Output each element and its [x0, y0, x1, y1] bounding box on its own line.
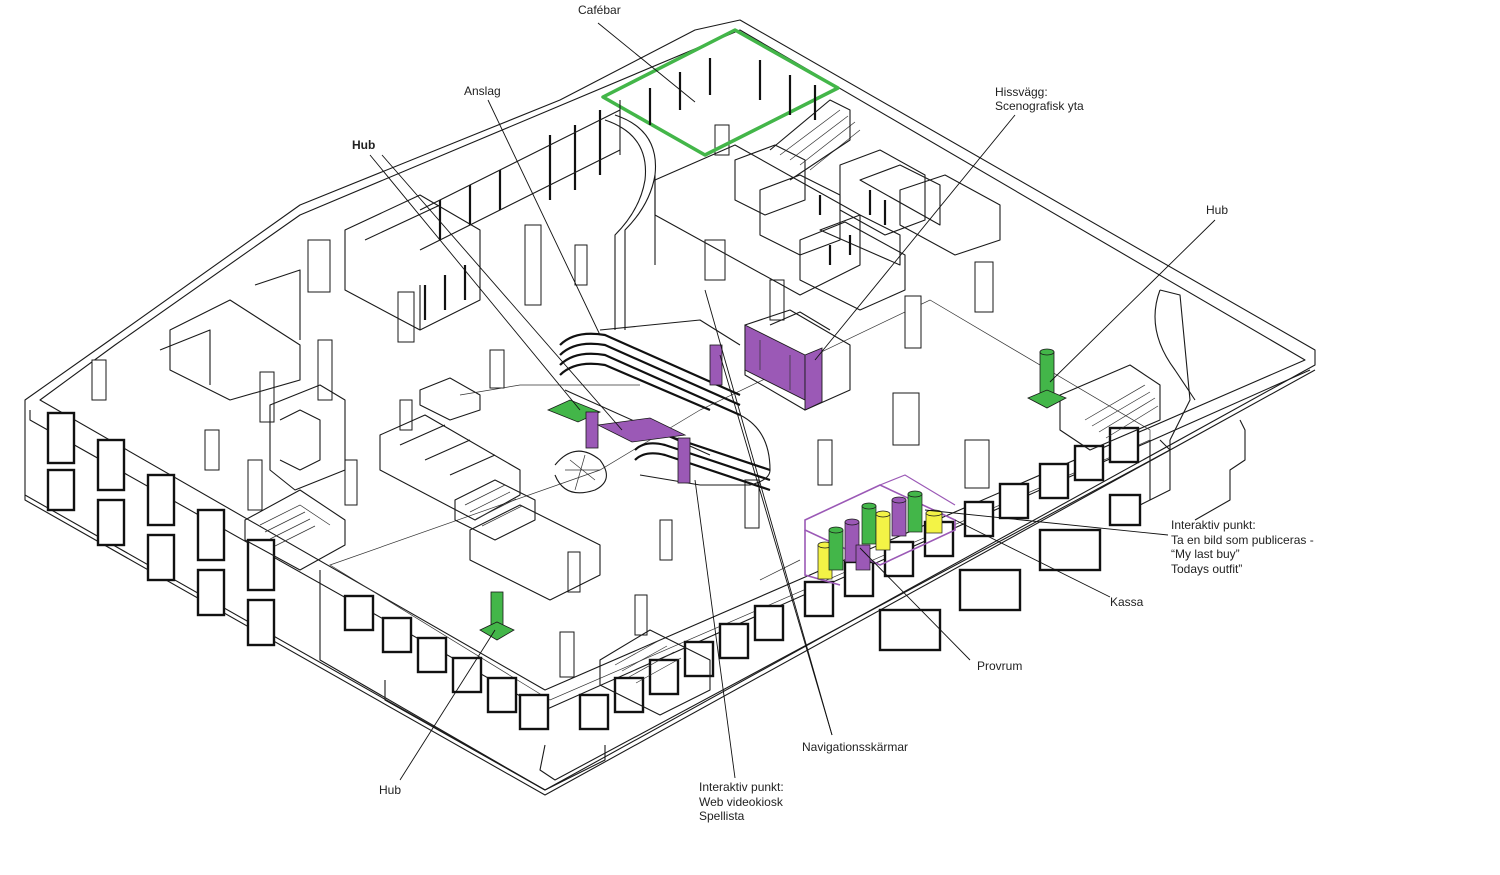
cafebar-outline	[601, 28, 840, 157]
label-kassa: Kassa	[1110, 595, 1144, 609]
elevator-wall	[744, 324, 823, 411]
hub-marker-bottom	[479, 591, 515, 641]
facade-windows-left	[46, 411, 276, 647]
label-hub-top: Hub	[352, 138, 375, 152]
label-hub-right: Hub	[1206, 203, 1228, 217]
fitting-rooms	[804, 474, 956, 586]
label-cafebar: Cafébar	[578, 3, 621, 17]
label-interaktiv-right-3: “My last buy”	[1171, 547, 1240, 561]
back-wall-windows	[419, 109, 621, 251]
label-interaktiv-right-2: Ta en bild som publiceras -	[1171, 533, 1314, 547]
label-hissvagg-1: Hissvägg:	[995, 85, 1048, 99]
label-interaktiv-bottom-2: Web videokiosk	[699, 795, 784, 809]
label-interaktiv-right-1: Interaktiv punkt:	[1171, 518, 1256, 532]
labels: Cafébar Anslag Hub Hissvägg: Scenografis…	[352, 3, 1314, 823]
rooms	[159, 99, 1161, 716]
label-interaktiv-bottom-3: Spellista	[699, 809, 745, 823]
label-hissvagg-2: Scenografisk yta	[995, 99, 1084, 113]
leader-lines	[369, 22, 1216, 781]
label-interaktiv-bottom-1: Interaktiv punkt:	[699, 780, 784, 794]
facade-windows-right	[343, 426, 1142, 731]
hub-marker-right	[1027, 348, 1067, 409]
label-interaktiv-right-4: Todays outfit”	[1171, 562, 1242, 576]
navigation-screens	[585, 344, 723, 484]
label-provrum: Provrum	[977, 659, 1022, 673]
label-hub-bottom: Hub	[379, 783, 401, 797]
label-anslag: Anslag	[464, 84, 501, 98]
label-navigationsskarmar: Navigationsskärmar	[802, 740, 908, 754]
